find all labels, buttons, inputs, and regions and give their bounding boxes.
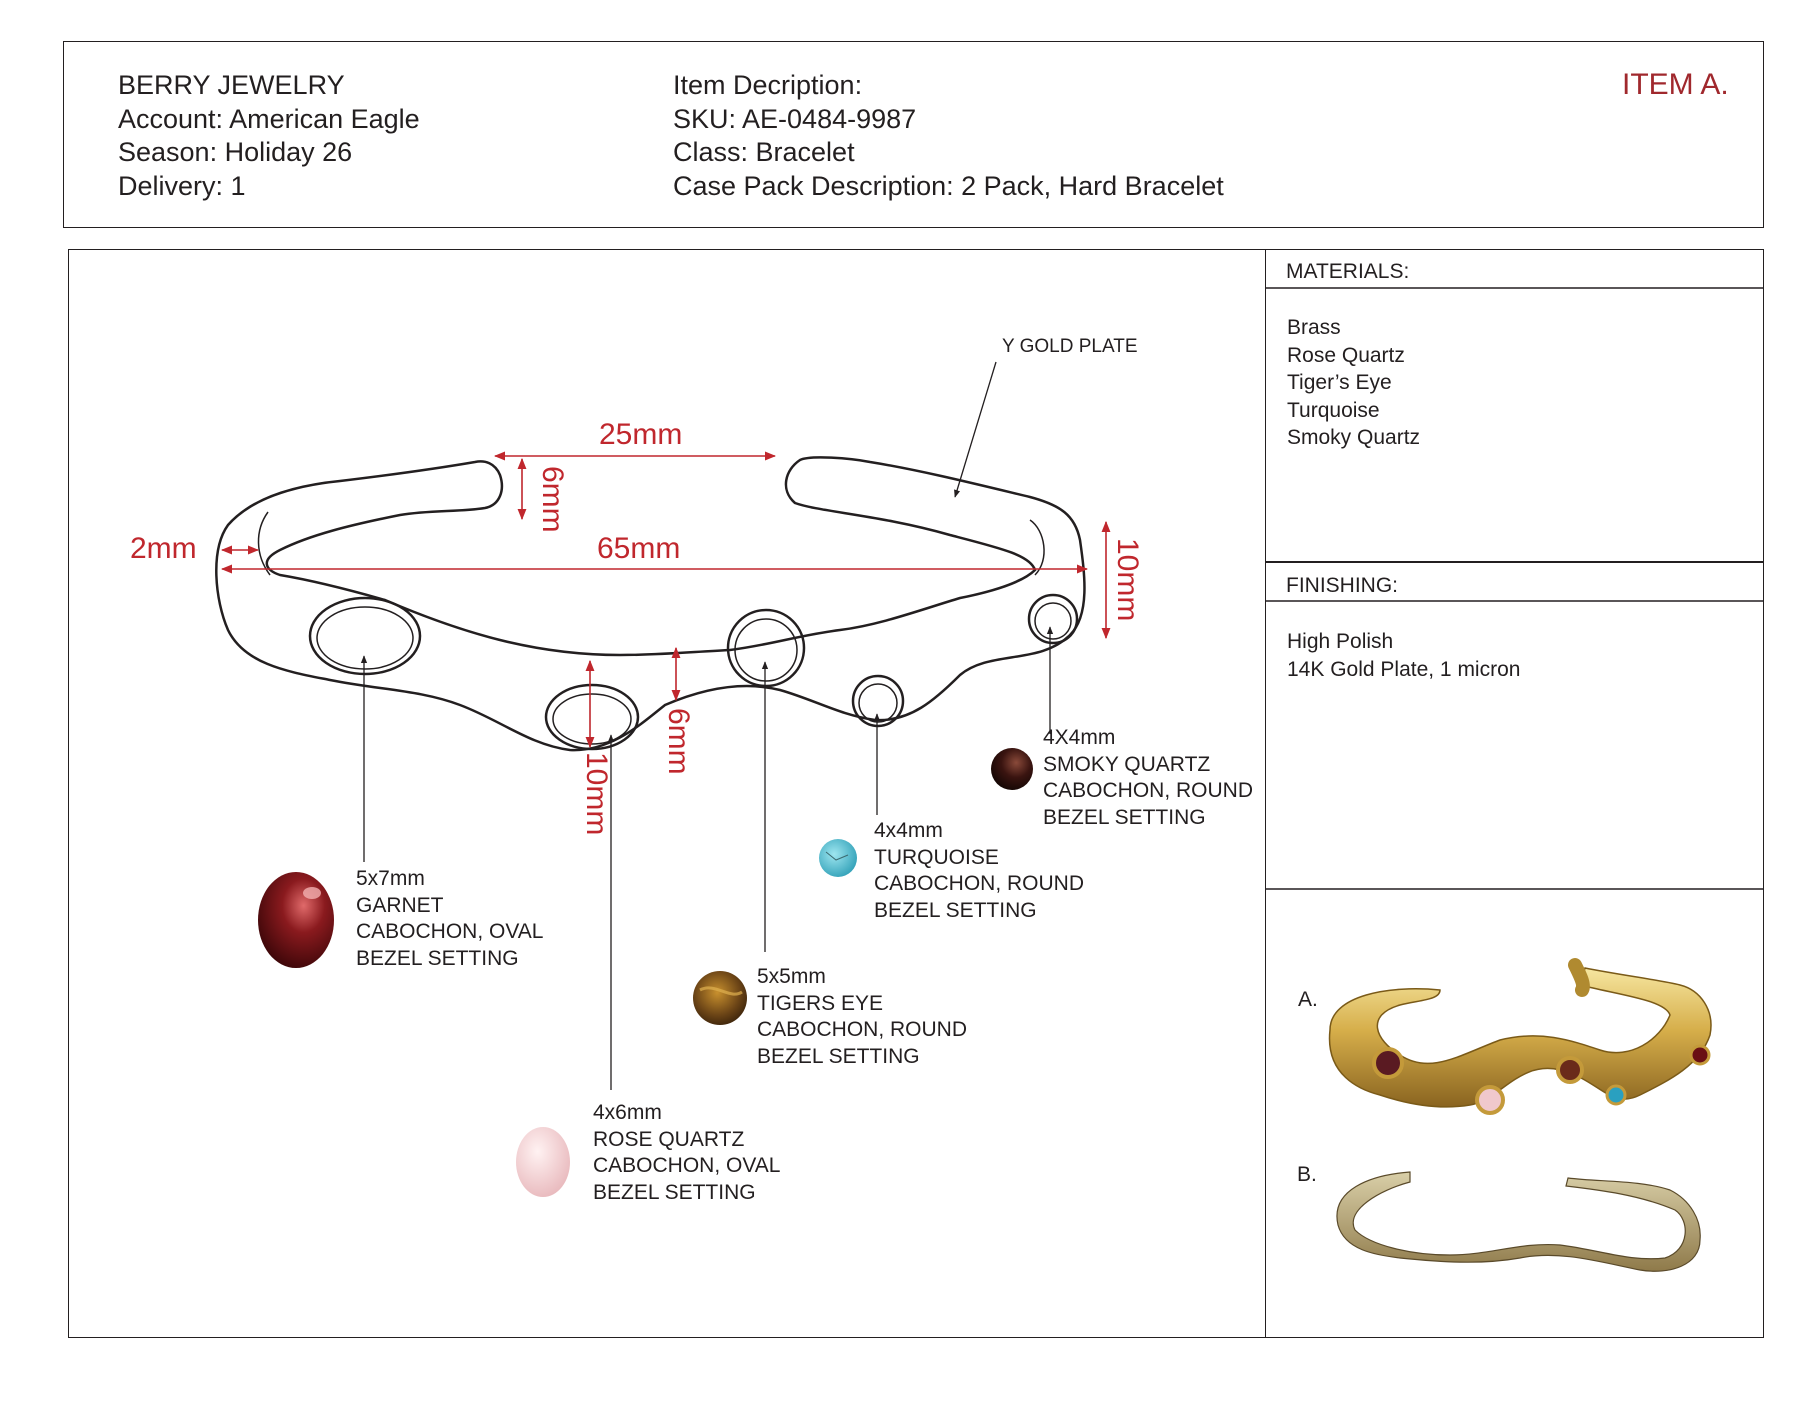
company-name: BERRY JEWELRY: [118, 70, 345, 100]
wall-dimension-label: 2mm: [130, 532, 197, 565]
stone-name: GARNET: [356, 893, 444, 917]
photo-b-label: B.: [1297, 1163, 1317, 1186]
stone-setting: BEZEL SETTING: [874, 898, 1037, 922]
right-height-dimension-label: 10mm: [1111, 538, 1144, 622]
photo-a-label: A.: [1298, 988, 1318, 1011]
width-dimension-label: 65mm: [597, 532, 681, 565]
material-item: Smoky Quartz: [1287, 426, 1421, 449]
dimension-lines: [220, 451, 1111, 749]
finishing-title: FINISHING:: [1286, 574, 1399, 597]
finishing-item: 14K Gold Plate, 1 micron: [1287, 657, 1521, 681]
garnet-callout: 5x7mm GARNET CABOCHON, OVAL BEZEL SETTIN…: [356, 866, 543, 972]
opening-dimension-label: 25mm: [599, 418, 683, 451]
delivery-line: Delivery: 1: [118, 170, 246, 201]
gemstone-swatches: [258, 748, 1033, 1197]
tigers-eye-callout: 5x5mm TIGERS EYE CABOCHON, ROUND BEZEL S…: [757, 964, 967, 1070]
material-item: Turquoise: [1287, 398, 1380, 422]
stone-height-dimension-label: 10mm: [580, 752, 613, 836]
photo-a-bracelet: [1328, 958, 1712, 1115]
stone-size: 4x6mm: [593, 1101, 662, 1124]
turquoise-bezel: [851, 674, 905, 728]
item-info: Item Decription: SKU: AE-0484-9987 Class…: [673, 69, 1224, 203]
photo-b-bracelet: [1336, 1171, 1701, 1272]
stone-setting: BEZEL SETTING: [1043, 805, 1206, 829]
rose-quartz-swatch: [516, 1127, 570, 1197]
stone-setting: BEZEL SETTING: [593, 1180, 756, 1204]
sku-line: SKU: AE-0484-9987: [673, 103, 917, 134]
stone-name: TIGERS EYE: [757, 991, 884, 1015]
stone-name: TURQUOISE: [874, 845, 999, 869]
leader-lines: [360, 361, 1054, 1090]
material-item: Brass: [1287, 316, 1341, 339]
side-panel: [1265, 249, 1764, 1338]
tigers-eye-swatch: [693, 971, 747, 1025]
band-height-dimension-label: 6mm: [662, 708, 695, 775]
stone-size: 4x4mm: [874, 819, 943, 842]
material-item: Tiger’s Eye: [1287, 371, 1392, 394]
turquoise-swatch: [819, 839, 857, 877]
stone-setting: BEZEL SETTING: [757, 1044, 920, 1068]
smoky-quartz-bezel: [1027, 593, 1079, 645]
bracelet-outline: [215, 456, 1086, 752]
stone-size: 5x5mm: [757, 965, 826, 988]
finishing-list: High Polish 14K Gold Plate, 1 micron: [1287, 628, 1520, 683]
smoky-quartz-callout: 4X4mm SMOKY QUARTZ CABOCHON, ROUND BEZEL…: [1043, 725, 1253, 831]
item-tag: ITEM A.: [1622, 68, 1729, 101]
rose-quartz-callout: 4x6mm ROSE QUARTZ CABOCHON, OVAL BEZEL S…: [593, 1100, 780, 1206]
smoky-quartz-swatch: [991, 748, 1033, 790]
turquoise-callout: 4x4mm TURQUOISE CABOCHON, ROUND BEZEL SE…: [874, 818, 1084, 924]
account-line: Account: American Eagle: [118, 103, 420, 134]
garnet-bezel: [308, 596, 422, 676]
item-description-label: Item Decription:: [673, 70, 863, 100]
class-line: Class: Bracelet: [673, 137, 855, 167]
tigers-eye-bezel: [726, 608, 806, 688]
plating-leader: [954, 361, 997, 498]
stone-cut: CABOCHON, ROUND: [874, 872, 1085, 895]
stone-cut: CABOCHON, OVAL: [356, 920, 544, 943]
case-pack-line: Case Pack Description: 2 Pack, Hard Brac…: [673, 170, 1224, 201]
stone-cut: CABOCHON, OVAL: [593, 1154, 781, 1177]
materials-list: Brass Rose Quartz Tiger’s Eye Turquoise …: [1287, 314, 1420, 452]
finishing-item: High Polish: [1287, 630, 1394, 653]
season-line: Season: Holiday 26: [118, 137, 353, 167]
end-height-dimension-label: 6mm: [536, 466, 569, 533]
material-item: Rose Quartz: [1287, 343, 1405, 367]
stone-size: 4X4mm: [1043, 726, 1116, 749]
stone-setting: BEZEL SETTING: [356, 946, 519, 970]
stone-cut: CABOCHON, ROUND: [1043, 779, 1254, 802]
stone-name: SMOKY QUARTZ: [1043, 752, 1211, 776]
stone-size: 5x7mm: [356, 867, 425, 890]
stone-cut: CABOCHON, ROUND: [757, 1018, 968, 1041]
account-info: BERRY JEWELRY Account: American Eagle Se…: [118, 69, 420, 203]
plating-note: Y GOLD PLATE: [1002, 336, 1138, 357]
garnet-swatch: [258, 872, 334, 968]
materials-title: MATERIALS:: [1286, 260, 1410, 283]
stone-name: ROSE QUARTZ: [593, 1127, 745, 1151]
header-box: [63, 41, 1764, 228]
